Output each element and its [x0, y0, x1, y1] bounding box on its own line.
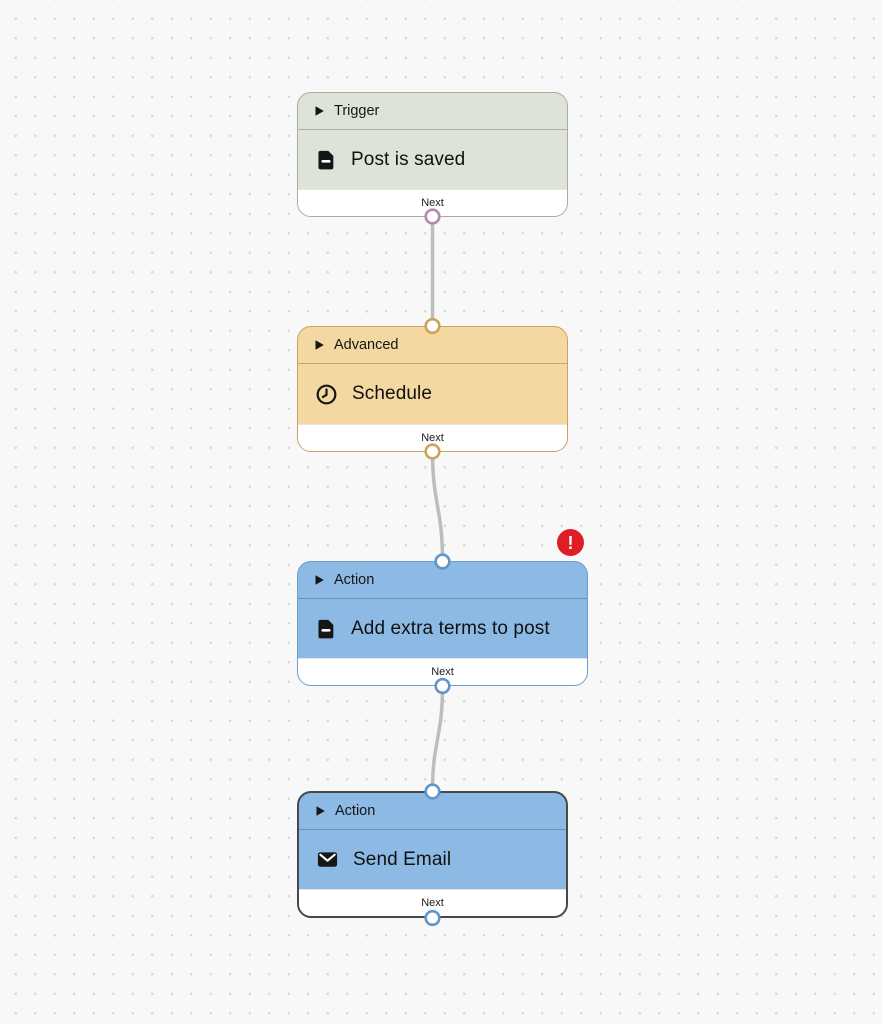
node-body: Post is saved [298, 130, 567, 189]
node-header[interactable]: Action [298, 562, 587, 599]
next-output-label: Next [298, 189, 567, 216]
error-badge-glyph: ! [567, 532, 574, 553]
edge-action1-to-action2[interactable] [430, 684, 445, 793]
node-type-label: Trigger [334, 103, 380, 119]
node-title: Post is saved [351, 148, 466, 170]
node-type-label: Action [335, 803, 376, 819]
node-type-label: Advanced [334, 337, 399, 353]
node-title: Send Email [353, 848, 452, 870]
node-header[interactable]: Advanced [298, 327, 567, 364]
disclosure-triangle-icon[interactable] [314, 105, 325, 117]
edge-advanced-to-action1[interactable] [430, 449, 445, 563]
node-body: Add extra terms to post [298, 599, 587, 658]
node-header[interactable]: Action [299, 793, 566, 830]
error-badge[interactable]: ! [557, 529, 584, 556]
disclosure-triangle-icon[interactable] [314, 574, 325, 586]
node-title: Schedule [352, 383, 433, 404]
node-body: Send Email [299, 830, 566, 889]
node-advanced[interactable]: Advanced Schedule Next [297, 326, 568, 452]
next-output-label: Next [298, 424, 567, 451]
node-action-send-email[interactable]: Action Send Email Next [297, 791, 568, 918]
node-action-add-extra-terms[interactable]: Action Add extra terms to post Next [297, 561, 588, 686]
node-header[interactable]: Trigger [298, 93, 567, 130]
mail-icon [316, 848, 339, 871]
node-body: Schedule [298, 364, 567, 424]
node-title: Add extra terms to post [351, 617, 550, 639]
next-output-label: Next [299, 889, 566, 916]
disclosure-triangle-icon[interactable] [315, 805, 326, 817]
next-output-label: Next [298, 658, 587, 685]
file-text-icon [315, 618, 337, 640]
file-text-icon [315, 149, 337, 171]
node-trigger[interactable]: Trigger Post is saved Next [297, 92, 568, 217]
disclosure-triangle-icon[interactable] [314, 339, 325, 351]
node-type-label: Action [334, 572, 375, 588]
clock-icon [315, 383, 338, 406]
